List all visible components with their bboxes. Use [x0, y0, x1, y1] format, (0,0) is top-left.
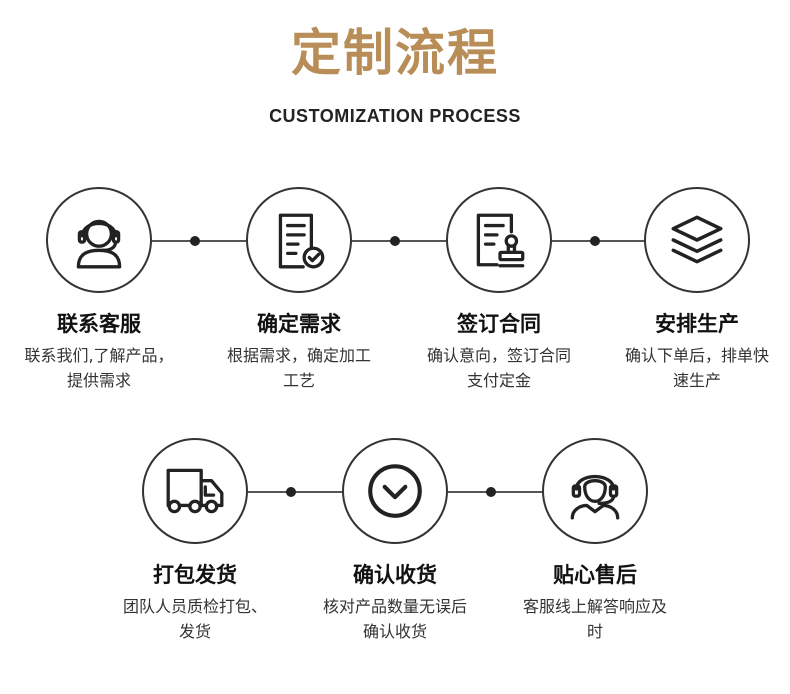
step-icon-circle — [246, 187, 352, 293]
connector-line — [248, 491, 344, 493]
connector-dot — [190, 236, 200, 246]
delivery-truck-icon — [166, 468, 224, 514]
customer-service-icon — [570, 475, 620, 520]
connector-dot — [390, 236, 400, 246]
document-check-icon — [278, 213, 325, 269]
step-icon-circle — [542, 438, 648, 544]
step-description: 确认下单后，排单快速生产 — [624, 346, 769, 390]
step-description: 客服线上解答响应及时 — [522, 597, 667, 641]
step-title: 联系客服 — [57, 312, 141, 336]
step-icon-circle — [142, 438, 248, 544]
step-arrange-production: 安排生产 确认下单后，排单快速生产 — [612, 187, 782, 393]
connector-dot — [486, 487, 496, 497]
step-description: 团队人员质检打包、发货 — [122, 597, 267, 641]
step-after-sales: 贴心售后 客服线上解答响应及时 — [510, 438, 680, 644]
step-title: 签订合同 — [457, 312, 541, 336]
layers-icon — [671, 215, 723, 264]
step-title: 打包发货 — [153, 563, 237, 587]
step-description: 核对产品数量无误后确认收货 — [322, 597, 467, 641]
connector-dot — [286, 487, 296, 497]
page-title: 定制流程 — [291, 24, 499, 82]
step-icon-circle — [342, 438, 448, 544]
connector-line — [448, 491, 544, 493]
step-description: 确认意向，签订合同支付定金 — [426, 346, 571, 390]
step-sign-contract: 签订合同 确认意向，签订合同支付定金 — [414, 187, 584, 393]
headset-person-icon — [76, 219, 122, 269]
step-title: 确认收货 — [353, 563, 437, 587]
connector-dot — [590, 236, 600, 246]
step-confirm-requirements: 确定需求 根据需求，确定加工工艺 — [214, 187, 384, 393]
step-title: 安排生产 — [655, 312, 739, 336]
step-description: 根据需求，确定加工工艺 — [226, 346, 371, 390]
step-title: 贴心售后 — [553, 563, 637, 587]
step-pack-ship: 打包发货 团队人员质检打包、发货 — [110, 438, 280, 644]
step-icon-circle — [644, 187, 750, 293]
chevron-down-circle-icon — [368, 464, 422, 518]
step-confirm-receipt: 确认收货 核对产品数量无误后确认收货 — [310, 438, 480, 644]
step-icon-circle — [46, 187, 152, 293]
step-description: 联系我们,了解产品，提供需求 — [24, 346, 174, 390]
page-subtitle: CUSTOMIZATION PROCESS — [269, 106, 521, 126]
step-contact-service: 联系客服 联系我们,了解产品，提供需求 — [14, 187, 184, 393]
contract-stamp-icon — [476, 213, 525, 268]
step-title: 确定需求 — [257, 312, 341, 336]
step-icon-circle — [446, 187, 552, 293]
